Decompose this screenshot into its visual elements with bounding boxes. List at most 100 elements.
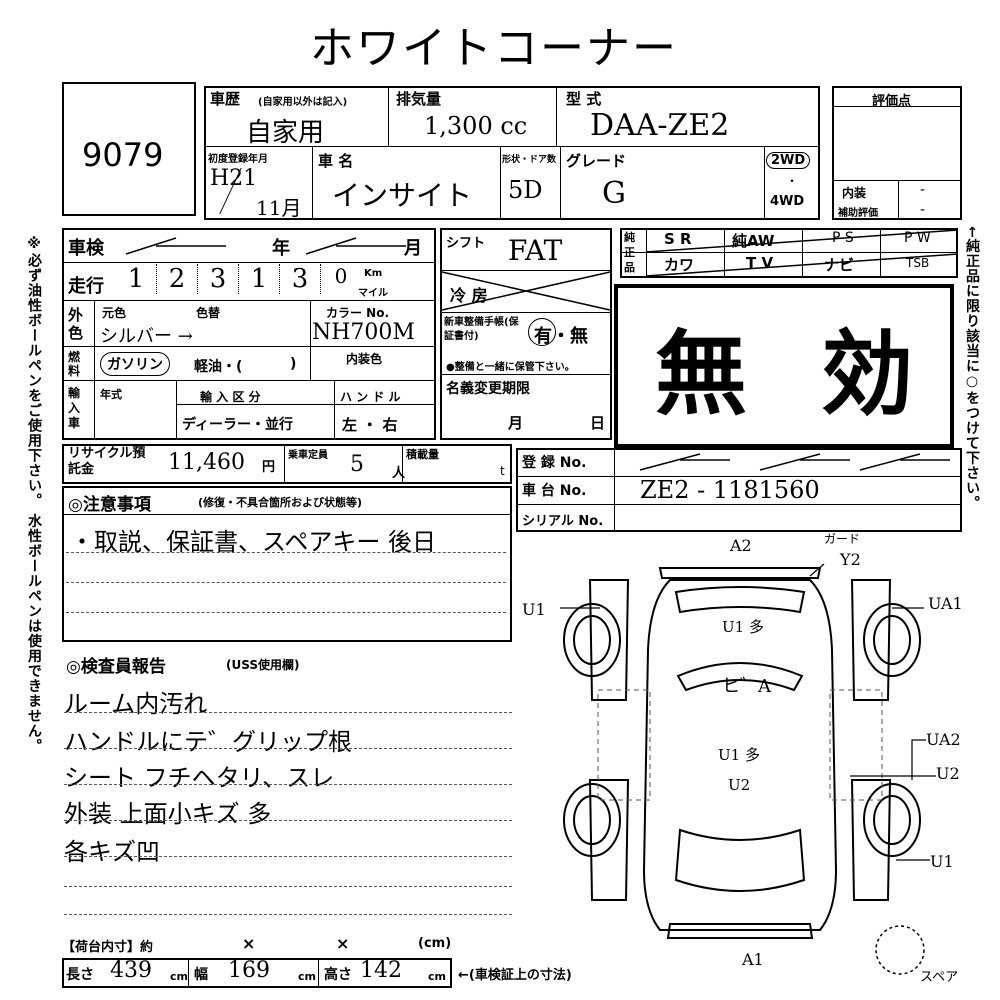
cargo-label: 【荷台内寸】約 (62, 940, 154, 955)
name-change-day: 日 (590, 414, 606, 432)
mileage-digit: 2 (157, 264, 198, 294)
mark-y2: Y2 (840, 550, 861, 569)
grade-label: グレード (566, 152, 627, 170)
name-change-month: 月 (508, 414, 524, 432)
hei-value: 142 (360, 958, 402, 983)
mark-u2-right: U2 (936, 764, 960, 783)
recycle-row (62, 444, 512, 484)
first-reg-label: 初度登録年月 (208, 154, 268, 165)
hei-cm: cm (428, 970, 446, 983)
mark-u2-roof: U2 (728, 776, 751, 794)
mileage-label: 走行 (68, 276, 104, 297)
color-value: シルバー → (100, 326, 193, 347)
capacity-label: 乗車定員 (288, 450, 328, 461)
mark-u1-left: U1 (522, 600, 546, 619)
manual-note: ●整備と一緒に保管下さい。 (446, 362, 575, 373)
invalid-char-1: 無 (654, 320, 747, 428)
capacity-value: 5 (350, 452, 364, 477)
len-cm: cm (170, 970, 188, 983)
name-change-label: 名義変更期限 (446, 381, 530, 397)
shift-value: FAT (508, 234, 563, 267)
side-note-right: ←純正品に限り該当に○をつけて下さい。 (964, 226, 980, 511)
notes-block (62, 486, 512, 642)
mark-u1-rear: U1 多 (722, 618, 764, 636)
notes-line-1: ・取説、保証書、スペアキー 後日 (70, 528, 436, 556)
chassis-label: 車 台 No. (522, 483, 587, 499)
import-kind-label: 輸 入 区 分 (200, 390, 261, 404)
mark-a1: A1 (742, 950, 764, 969)
drive-2wd: 2WD (766, 152, 811, 169)
rating-label: 評価点 (872, 94, 912, 109)
wid-value: 169 (228, 958, 270, 983)
invalid-stamp: 無 効 (614, 284, 954, 448)
cargo-unit: (cm) (418, 936, 452, 951)
import-kind: ディーラー・並行 (182, 417, 294, 433)
inspection-year: 年 (272, 238, 290, 259)
mark-a2: A2 (730, 536, 752, 555)
spare-label: スペア (920, 970, 959, 985)
fuel-gasoline: ガソリン (100, 352, 170, 376)
len-label: 長さ (66, 967, 94, 983)
model-label: 型 式 (566, 90, 602, 108)
rating-box: 評価点 内装 補助評価 - - (832, 86, 962, 220)
car-name-label: 車 名 (318, 152, 354, 170)
wid-cm: cm (298, 970, 316, 983)
mileage-digit: 1 (239, 264, 280, 294)
equip-sr: S R (664, 230, 692, 248)
car-diagram (560, 563, 936, 975)
spec-block (62, 228, 436, 440)
lot-number: 9079 (82, 136, 164, 174)
dims-note: ←(車検証上の寸法) (458, 968, 572, 983)
first-reg-month: 11月 (256, 196, 302, 220)
mark-ua2: UA2 (926, 730, 961, 749)
interior-label: 内装 (842, 186, 867, 200)
serial-label: シリアル No. (522, 514, 604, 529)
equip-tsb: TSB (906, 256, 930, 270)
ext-color-label: 外色 (68, 306, 84, 342)
ac-label: 冷 房 (450, 286, 488, 305)
displacement-label: 排気量 (396, 90, 442, 108)
header-grid (204, 86, 820, 220)
equip-leather: カワ (664, 256, 695, 274)
load-label: 積載量 (406, 448, 439, 461)
equip-navi: ナビ (824, 256, 855, 274)
notes-label-note: (修復・不具合箇所および状態等) (198, 496, 363, 509)
color-code-label: カラー No. (326, 306, 390, 320)
len-value: 439 (110, 958, 152, 983)
handle-label: ハ ン ド ル (340, 390, 401, 404)
history-label: 車歴 (210, 90, 241, 108)
registration-block (516, 448, 962, 532)
reg-label: 登 録 No. (522, 455, 587, 471)
mileage-digit: 3 (280, 264, 321, 294)
dims-row (62, 958, 452, 988)
load-unit: t (500, 464, 505, 478)
handle-value: 左 ・ 右 (342, 416, 398, 434)
inspection-month: 月 (404, 238, 422, 259)
inspector-line-3: シート フチヘタリ、スレ (64, 764, 335, 792)
orig-color-label: 元色 (102, 306, 127, 320)
interior-value: - (920, 182, 926, 198)
aux-value: - (920, 202, 926, 218)
notes-label: ◎注意事項 (68, 495, 151, 515)
inspector-label: ◎検査員報告 (66, 657, 166, 677)
page-title: ホワイトコーナー (310, 23, 678, 74)
inspector-line-2: ハンドルにテ゛グリップ根 (64, 728, 352, 756)
inspection-label: 車検 (68, 238, 104, 259)
history-value: 自家用 (246, 118, 325, 148)
mark-u1-right: U1 (930, 852, 954, 871)
recycle-value: 11,460 (168, 450, 245, 475)
doors-value: 5D (508, 176, 543, 204)
car-name-value: インサイト (332, 179, 473, 212)
fuel-label: 燃料 (68, 350, 81, 378)
inspector-line-1: ルーム内汚れ (64, 690, 208, 718)
cargo-x1: × (242, 934, 256, 953)
inspector-line-4: 外装 上面小キズ 多 (64, 800, 272, 828)
mark-u1-roof: U1 多 (718, 746, 760, 764)
fuel-close: ) (290, 356, 297, 372)
fuel-diesel: 軽油・( (194, 359, 243, 375)
equipment-side-label: 純正品 (624, 231, 635, 274)
recycle-unit: 円 (262, 460, 276, 475)
mileage-digit: 3 (198, 264, 239, 294)
inspector-label-note: (USS使用欄) (226, 658, 300, 672)
lot-number-box: 9079 (62, 82, 196, 216)
